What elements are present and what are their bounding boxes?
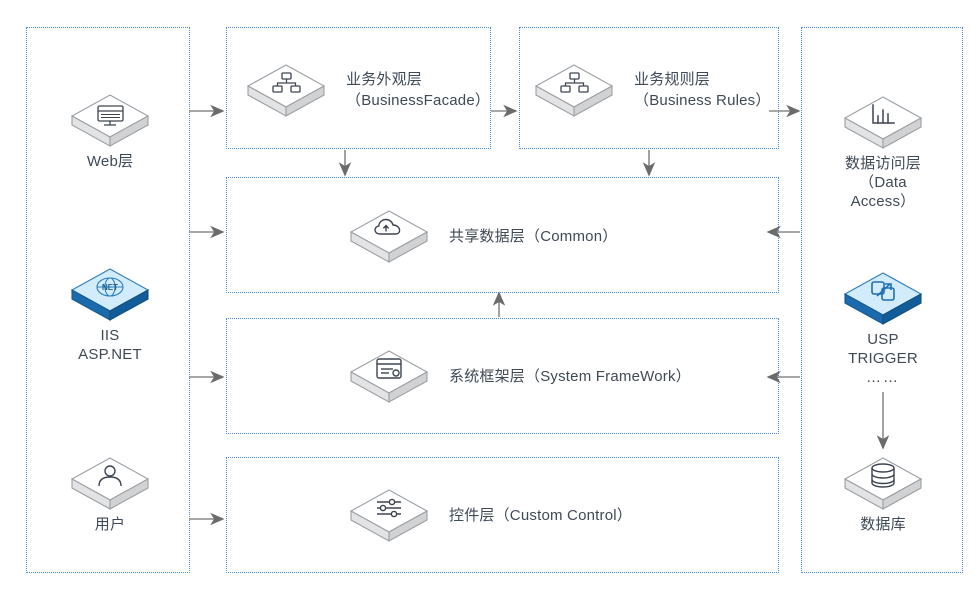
node-framework[interactable]: 系统框架层（System FrameWork） — [347, 348, 767, 404]
node-usp-trigger-sublabel: …… — [866, 369, 900, 386]
node-user[interactable]: 用户 — [58, 455, 162, 534]
node-business-rules[interactable]: 业务规则层 （Business Rules） — [532, 60, 778, 120]
node-business-facade-label: 业务外观层 （BusinessFacade） — [346, 71, 491, 109]
zone-custom-control — [226, 457, 779, 573]
zone-business-facade — [226, 27, 491, 149]
node-common[interactable]: 共享数据层（Common） — [347, 208, 767, 264]
node-web-label: Web层 — [86, 153, 134, 170]
node-framework-label: 系统框架层（System FrameWork） — [449, 367, 691, 385]
zone-business-rules — [519, 27, 779, 149]
zone-data-access — [801, 27, 963, 573]
node-custom-control-label: 控件层（Custom Control） — [449, 506, 633, 524]
node-common-label: 共享数据层（Common） — [449, 227, 618, 245]
node-iis-label: IIS ASP.NET — [78, 327, 142, 363]
dotnet-globe-icon: NET — [68, 266, 152, 322]
user-icon — [68, 455, 152, 511]
node-business-rules-label: 业务规则层 （Business Rules） — [634, 71, 771, 109]
node-iis[interactable]: NET IIS ASP.NET — [58, 266, 162, 364]
node-data-access[interactable]: 数据访问层 （Data Access） — [831, 94, 935, 211]
node-custom-control[interactable]: 控件层（Custom Control） — [347, 487, 767, 543]
bar-chart-icon — [841, 94, 925, 150]
node-web[interactable]: Web层 — [58, 92, 162, 171]
cloud-icon — [347, 208, 431, 264]
node-usp-trigger-label: USP TRIGGER — [848, 331, 918, 367]
zone-client — [26, 27, 190, 573]
node-database-label: 数据库 — [860, 516, 906, 533]
monitor-icon — [68, 92, 152, 148]
node-database[interactable]: 数据库 — [831, 455, 935, 534]
node-user-label: 用户 — [94, 516, 126, 533]
node-business-facade[interactable]: 业务外观层 （BusinessFacade） — [244, 60, 490, 120]
hierarchy-icon — [532, 62, 616, 118]
node-usp-trigger[interactable]: USP TRIGGER …… — [831, 270, 935, 387]
window-doc-icon — [347, 348, 431, 404]
sliders-icon — [347, 487, 431, 543]
node-data-access-label: 数据访问层 （Data Access） — [844, 155, 921, 210]
svg-text:NET: NET — [102, 283, 118, 292]
hierarchy-icon — [244, 62, 328, 118]
database-icon — [841, 455, 925, 511]
link-arrow-icon — [841, 270, 925, 326]
